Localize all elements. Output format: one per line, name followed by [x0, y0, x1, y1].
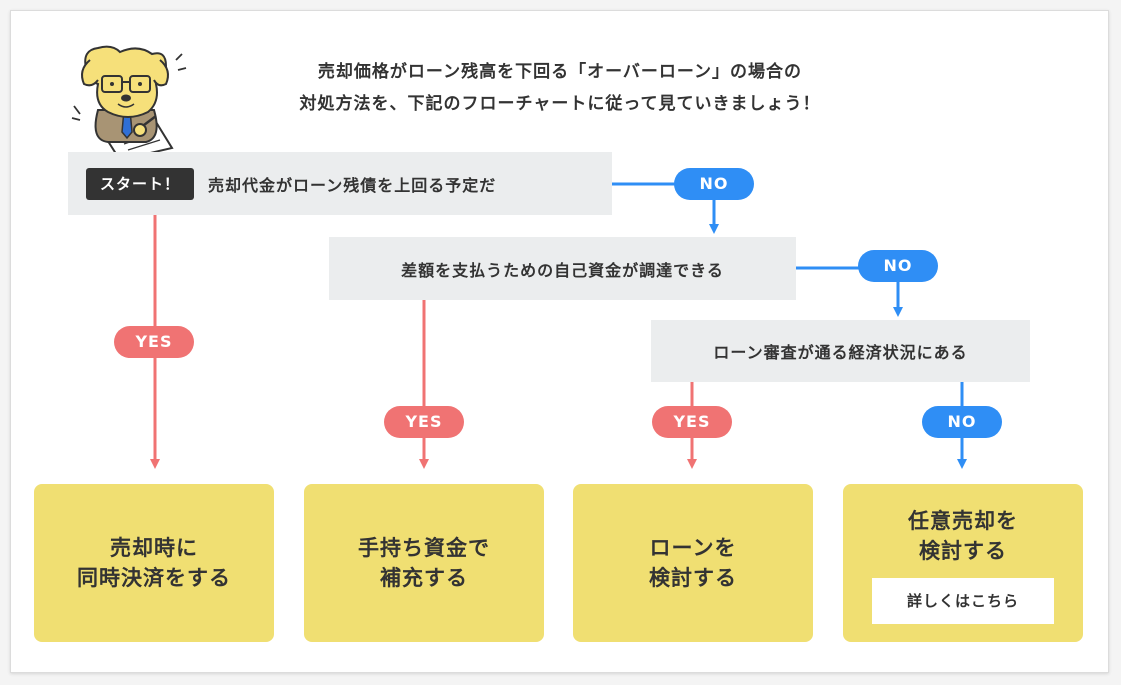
no-label-q2: NO — [858, 250, 938, 282]
intro-line-1: 売却価格がローン残高を下回る「オーバーローン」の場合の — [317, 62, 803, 82]
yes-label-q2: YES — [384, 406, 464, 438]
result-1-line-1: 売却時に — [110, 536, 198, 560]
intro-line-2: 対処方法を、下記のフローチャートに従って見ていきましょう！ — [299, 94, 821, 114]
result-box-2: 手持ち資金で 補充する — [304, 484, 544, 642]
result-3-line-1: ローンを — [649, 536, 737, 560]
result-2-line-2: 補充する — [380, 566, 468, 590]
no-label-q1: NO — [674, 168, 754, 200]
yes-label-q3: YES — [652, 406, 732, 438]
yes-label-q1: YES — [114, 326, 194, 358]
question-2-text: 差額を支払うための自己資金が調達できる — [401, 260, 724, 280]
question-box-3: ローン審査が通る経済状況にある — [651, 320, 1030, 382]
result-4-line-1: 任意売却を — [908, 509, 1018, 533]
result-box-1: 売却時に 同時決済をする — [34, 484, 274, 642]
result-3-line-2: 検討する — [649, 566, 737, 590]
result-2-line-1: 手持ち資金で — [358, 536, 490, 560]
question-3-text: ローン審査が通る経済状況にある — [713, 343, 968, 362]
question-box-1: スタート！ 売却代金がローン残債を上回る予定だ — [68, 152, 612, 215]
start-badge: スタート！ — [86, 167, 195, 200]
details-link-button[interactable]: 詳しくはこちら — [872, 578, 1054, 624]
question-1-text: 売却代金がローン残債を上回る予定だ — [208, 175, 497, 195]
no-label-q3: NO — [922, 406, 1002, 438]
result-4-line-2: 検討する — [919, 539, 1007, 563]
result-1-line-2: 同時決済をする — [77, 566, 231, 590]
result-box-3: ローンを 検討する — [573, 484, 813, 642]
intro-text: 売却価格がローン残高を下回る「オーバーローン」の場合の 対処方法を、下記のフロー… — [230, 56, 890, 120]
dog-writing-mascot-icon — [71, 45, 187, 160]
result-box-4: 任意売却を 検討する 詳しくはこちら — [843, 484, 1083, 642]
question-box-2: 差額を支払うための自己資金が調達できる — [329, 237, 796, 300]
